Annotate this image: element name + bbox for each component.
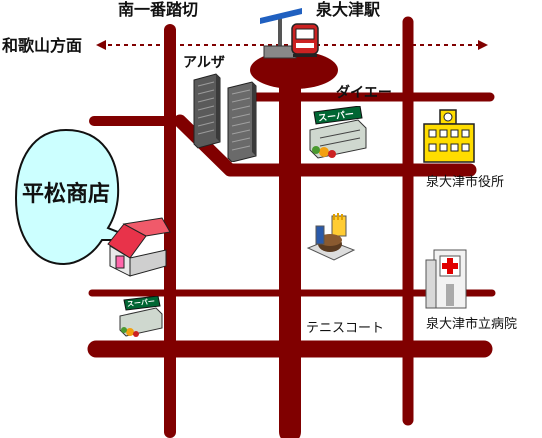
tower-building-icon (193, 73, 257, 162)
shop-callout-bubble (14, 128, 139, 266)
fast-food-icon (306, 213, 356, 261)
railway-direction-arrow (96, 40, 488, 50)
shop-house-icon (107, 217, 171, 277)
hospital-label: 泉大津市立病院 (426, 317, 518, 332)
supermarket-drawing (309, 106, 367, 159)
supermarket-icon-small: スーパー (116, 296, 166, 340)
minami-ichiban-fumikiri-label: 南一番踏切 (118, 0, 199, 19)
city-hall-label: 泉大津市役所 (426, 175, 505, 190)
station-roundabout (250, 51, 338, 89)
city-hall-icon (423, 109, 475, 163)
railway-crossing-icon (260, 8, 302, 59)
hospital-icon (425, 249, 467, 309)
izumi-otsu-station-label: 泉大津駅 (316, 0, 381, 19)
tennis-court-label: テニスコート (306, 321, 385, 336)
daiei-label: ダイエー (336, 85, 392, 101)
aruza-label: アルザ (183, 55, 225, 71)
hiramatsu-shop-label: 平松商店 (22, 182, 111, 207)
supermarket-icon-daiei: スーパー (302, 106, 370, 162)
train-icon (291, 23, 319, 57)
wakayama-direction-label: 和歌山方面 (2, 36, 83, 55)
supermarket-small-drawing (119, 296, 163, 337)
